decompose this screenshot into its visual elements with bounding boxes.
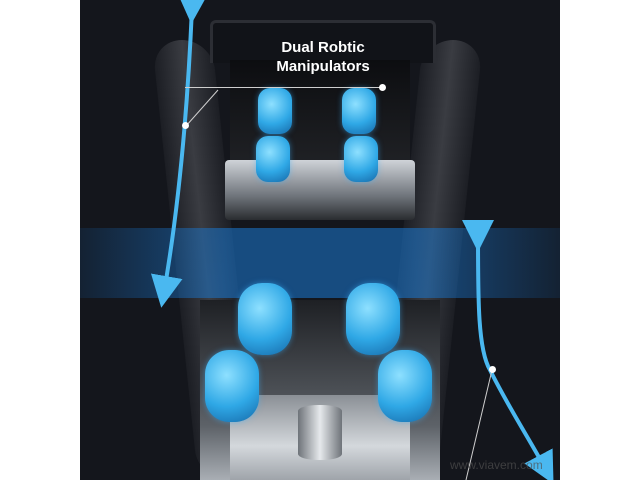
watermark: www.viavem.com [450, 458, 543, 472]
upper-roller-right-bottom [344, 136, 378, 182]
left-arrow-dot [182, 122, 189, 129]
annotation-line-1: Dual Robtic [281, 39, 365, 56]
lower-roller-right-bottom [378, 350, 432, 422]
right-double-arrow-icon [461, 219, 554, 480]
lower-roller-left-top [238, 283, 292, 355]
product-photo: Dual Robtic Manipulators www.viavem.com [80, 0, 560, 480]
callout-dot [379, 84, 386, 91]
frame-top [210, 20, 436, 63]
lower-roller-left-bottom [205, 350, 259, 422]
upper-roller-right-top [342, 88, 376, 134]
annotation-label: Dual Robtic Manipulators [258, 38, 388, 76]
lower-roller-right-top [346, 283, 400, 355]
upper-roller-left-top [258, 88, 292, 134]
left-double-arrow-icon [150, 0, 209, 308]
right-arrow-dot [489, 366, 496, 373]
callout-line [185, 87, 385, 88]
upper-roller-left-bottom [256, 136, 290, 182]
motor-cylinder [298, 405, 342, 460]
annotation-line-2: Manipulators [276, 58, 370, 75]
